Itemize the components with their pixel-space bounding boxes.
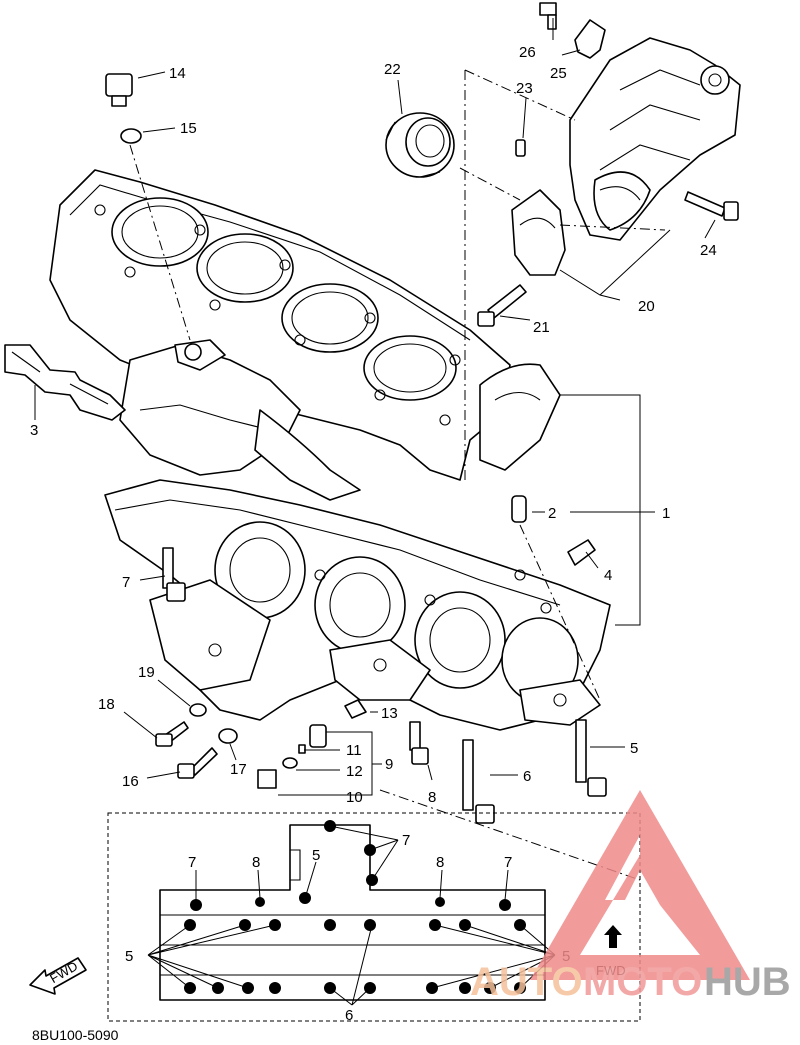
- watermark-triangle-icon: [530, 790, 750, 980]
- fitting-4: [567, 539, 596, 566]
- callout-7: 7: [122, 574, 130, 591]
- inset-callout-6: 6: [345, 1007, 353, 1024]
- callout-12: 12: [346, 763, 363, 780]
- fwd-direction-icon: FWD: [29, 957, 87, 995]
- callout-3: 3: [30, 422, 38, 439]
- washer-17: [218, 728, 238, 744]
- inset-callout-7-right: 7: [504, 854, 512, 871]
- callouts: 1 2 3 4 5 6 7 8 9 10 11 12 13 14 15 16 1…: [30, 44, 717, 806]
- inset-callout-8-left: 8: [252, 854, 260, 871]
- callout-18: 18: [98, 696, 115, 713]
- fitting-9: [257, 724, 327, 789]
- bolt-8: [409, 721, 429, 765]
- cylinder-bores: [111, 197, 457, 401]
- callout-8: 8: [428, 789, 436, 806]
- inset-callout-7-left: 7: [188, 854, 196, 871]
- bolt-26: [539, 2, 557, 30]
- leader-lines: [34, 18, 716, 796]
- bolt-21: [477, 284, 527, 327]
- dowel-pin: [515, 139, 526, 157]
- inset-bottom-view: [107, 812, 641, 1022]
- bolt-5: [575, 719, 607, 797]
- callout-14: 14: [169, 65, 186, 82]
- watermark-auto: AUTO: [470, 960, 583, 1004]
- callout-22: 22: [384, 61, 401, 78]
- callout-13: 13: [381, 705, 398, 722]
- crankcase-plate: [4, 344, 126, 421]
- bolt-16: [177, 747, 218, 779]
- nut-13: [344, 699, 367, 719]
- fwd-arrow-icon: [604, 925, 622, 948]
- inset-callout-5-top: 5: [312, 847, 320, 864]
- upper-crankcase: [49, 169, 561, 501]
- washer-15: [120, 128, 142, 144]
- head-bolt-holes: [94, 204, 461, 426]
- bolt-6: [462, 739, 495, 824]
- callout-21: 21: [533, 319, 550, 336]
- bolt-18: [155, 721, 189, 747]
- bolt-7: [162, 547, 186, 602]
- callout-25: 25: [550, 65, 567, 82]
- callout-15: 15: [180, 120, 197, 137]
- callout-16: 16: [122, 773, 139, 790]
- callout-4: 4: [604, 567, 612, 584]
- inset-callout-8-right: 8: [436, 854, 444, 871]
- lower-crankcase: [104, 479, 611, 731]
- bearing-cap: [511, 189, 566, 276]
- callout-11: 11: [346, 742, 362, 759]
- washer-19: [189, 703, 207, 717]
- callout-20: 20: [638, 298, 655, 315]
- callout-23: 23: [516, 80, 533, 97]
- bolt-14: [105, 73, 133, 107]
- bearing: [385, 112, 455, 178]
- callout-6: 6: [523, 768, 531, 785]
- callout-26: 26: [519, 44, 536, 61]
- callout-17: 17: [230, 761, 247, 778]
- diagram-reference-code: 8BU100-5090: [32, 1027, 119, 1043]
- dowel-2: [511, 495, 527, 523]
- callout-1: 1: [662, 505, 670, 522]
- callout-24: 24: [700, 242, 717, 259]
- callout-2: 2: [548, 505, 556, 522]
- bolt-24: [684, 191, 739, 221]
- callout-5: 5: [630, 740, 638, 757]
- inset-callout-7-top: 7: [402, 832, 410, 849]
- bracket: [574, 19, 606, 59]
- watermark-moto: MOTO: [583, 960, 702, 1004]
- watermark-hub: HUB: [704, 960, 791, 1004]
- callout-10: 10: [346, 789, 363, 806]
- callout-19: 19: [138, 664, 155, 681]
- crank-cover: [569, 37, 741, 241]
- automotohub-watermark: AUTO MOTO HUB: [470, 790, 791, 1004]
- inset-callout-5-left: 5: [125, 948, 133, 965]
- callout-9: 9: [385, 756, 393, 773]
